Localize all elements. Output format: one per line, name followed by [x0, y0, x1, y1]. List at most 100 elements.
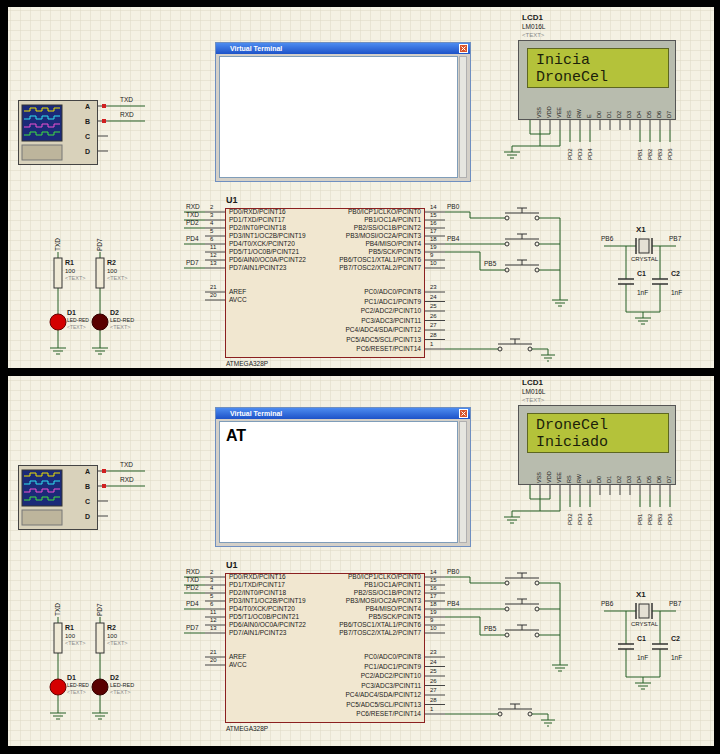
part-ref: LCD1 — [522, 379, 543, 387]
scrollbar — [459, 56, 467, 178]
pin-name: PD6/AIN0/OC0A/PCINT22 — [229, 622, 306, 629]
pin-name: VDD — [547, 471, 553, 483]
part-text: <TEXT> — [65, 641, 85, 647]
pin-number: 5 — [210, 593, 213, 599]
pin-name: PD5/T1/OC0B/PCINT21 — [229, 249, 299, 256]
net-label: PB0 — [447, 204, 459, 211]
pin-number: 12 — [210, 617, 217, 623]
pin-name: PD4/T0/XCK/PCINT20 — [229, 241, 295, 248]
part-name: LED-RED — [110, 683, 134, 689]
pin-name: D1 — [607, 111, 613, 118]
pin-name: E — [587, 479, 593, 483]
pin-name: PC2/ADC2/PCINT10 — [361, 673, 421, 680]
probe-channel: A — [85, 468, 90, 475]
pin-name: RW — [577, 474, 583, 483]
part-text: <TEXT> — [67, 325, 86, 330]
net-label: PD2 — [186, 585, 199, 592]
pin-name: D0 — [597, 476, 603, 483]
net-label: PD3 — [577, 148, 583, 160]
pin-name: PB5/SCK/PCINT5 — [369, 614, 421, 621]
pin-number: 21 — [210, 649, 217, 655]
pin-name: PB1/OC1A/PCINT1 — [364, 217, 421, 224]
pin-name: PB4/MISO/PCINT4 — [365, 606, 421, 613]
pin-name: PD1/TXD/PCINT17 — [229, 582, 285, 589]
pin-name: PC1/ADC1/PCINT9 — [364, 299, 421, 306]
pin-number: 16 — [430, 220, 437, 226]
pin-number: 23 — [430, 284, 437, 290]
terminal-title: Virtual Terminal — [230, 45, 282, 52]
pin-number: 4 — [210, 220, 213, 226]
net-label: PD3 — [577, 513, 583, 525]
part-ref: C2 — [671, 270, 680, 277]
net-label: PD7 — [186, 625, 199, 632]
part-text: <TEXT> — [107, 276, 127, 282]
pin-number: 10 — [430, 625, 437, 631]
part-name: LM016L — [522, 24, 546, 31]
pin-name: PC0/ADC0/PCINT8 — [364, 654, 421, 661]
pin-number: 28 — [430, 697, 437, 703]
pin-number: 20 — [210, 292, 217, 298]
grid — [8, 376, 714, 746]
net-label: TXD — [186, 577, 199, 584]
part-value: 1nF — [637, 290, 648, 297]
scrollbar — [459, 421, 467, 543]
pin-name: PC6/RESET/PCINT14 — [356, 711, 421, 718]
pin-number: 25 — [430, 303, 437, 309]
net-label: PB4 — [447, 236, 459, 243]
part-ref: LCD1 — [522, 14, 543, 22]
part-ref: X1 — [636, 226, 646, 234]
pin-number: 17 — [430, 228, 437, 234]
pin-number: 1 — [430, 341, 433, 347]
part-value: 100 — [65, 268, 75, 274]
part-ref: D2 — [110, 309, 119, 316]
net-label: PB7 — [669, 236, 681, 243]
pin-number: 6 — [210, 236, 213, 242]
pin-name: D1 — [607, 476, 613, 483]
net-label: RXD — [120, 477, 134, 484]
pin-name: PD4/T0/XCK/PCINT20 — [229, 606, 295, 613]
probe-channel: D — [85, 513, 90, 520]
pin-name: PC4/ADC4/SDA/PCINT12 — [346, 327, 422, 334]
net-label: RXD — [186, 569, 200, 576]
pin-name: D5 — [647, 111, 653, 118]
pin-name: D3 — [627, 111, 633, 118]
net-label: PB3 — [657, 514, 663, 525]
close-cross — [462, 412, 466, 416]
pin-name: AVCC — [229, 297, 247, 304]
part-name: LM016L — [522, 389, 546, 396]
oscilloscope: ABCD — [18, 100, 98, 165]
close-button — [460, 45, 468, 53]
net-label: TXD — [120, 97, 133, 104]
part-name: LED-RED — [67, 318, 89, 323]
pin-name: PB7/TOSC2/XTAL2/PCINT7 — [339, 265, 421, 272]
pin-name: PD2/INT0/PCINT18 — [229, 225, 286, 232]
net-label: PB3 — [657, 149, 663, 160]
pin-name: PD3/INT1/OC2B/PCINT19 — [229, 233, 306, 240]
pin-name: D6 — [657, 111, 663, 118]
pin-number: 19 — [430, 609, 437, 615]
pin-name: PB3/MOSI/OC2A/PCINT3 — [346, 598, 421, 605]
net-label: PD6 — [667, 513, 673, 525]
sheet — [8, 7, 714, 368]
pin-name: D7 — [667, 111, 673, 118]
pin-name: PD1/TXD/PCINT17 — [229, 217, 285, 224]
pin-number: 17 — [430, 593, 437, 599]
net-label: PB7 — [669, 601, 681, 608]
pin-number: 3 — [210, 212, 213, 218]
pin-name: PB6/TOSC1/XTAL1/PCINT6 — [339, 622, 421, 629]
part-ref: R2 — [107, 259, 116, 266]
net-label: PD4 — [186, 601, 199, 608]
net-label: PB4 — [447, 601, 459, 608]
pin-number: 10 — [430, 260, 437, 266]
pin-number: 15 — [430, 577, 437, 583]
pin-name: PD7/AIN1/PCINT23 — [229, 630, 286, 637]
pin-number: 24 — [430, 294, 437, 300]
pin-number: 13 — [210, 625, 217, 631]
pin-name: D2 — [617, 111, 623, 118]
net-label: PB2 — [647, 149, 653, 160]
pin-number: 13 — [210, 260, 217, 266]
pin-name: PD2/INT0/PCINT18 — [229, 590, 286, 597]
net-label: RXD — [186, 204, 200, 211]
pin-name: VEE — [557, 472, 563, 483]
pin-number: 4 — [210, 585, 213, 591]
